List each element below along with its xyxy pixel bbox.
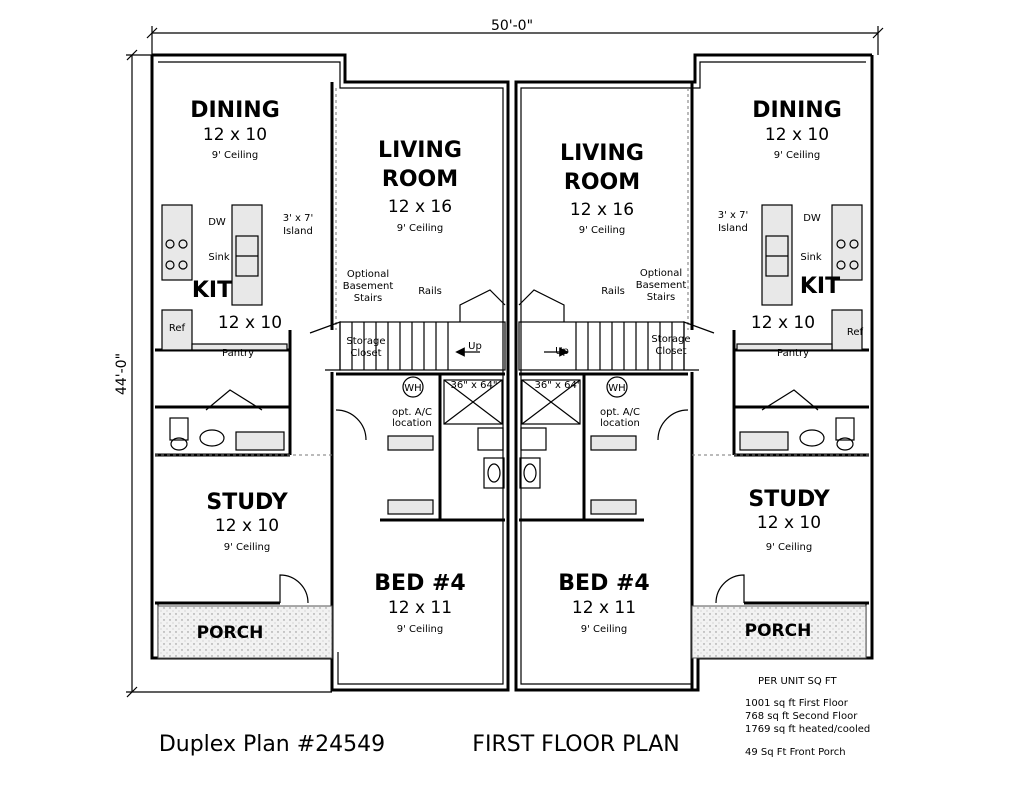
- left-water-heater-label: WH: [404, 383, 421, 394]
- left-up-label: Up: [468, 341, 482, 352]
- left-optional-stairs-3: Stairs: [354, 293, 383, 304]
- left-storage-label-2: Closet: [350, 348, 381, 359]
- left-living-ceiling: 9' Ceiling: [397, 223, 443, 234]
- left-optional-stairs-2: Basement: [343, 281, 394, 292]
- right-dining-ceiling: 9' Ceiling: [774, 150, 820, 161]
- right-living-label-1: LIVING: [560, 141, 644, 166]
- left-sink-label: Sink: [208, 252, 229, 263]
- left-bed-size: 12 x 11: [388, 598, 452, 618]
- left-pantry-label: Pantry: [222, 348, 254, 359]
- left-study-label: STUDY: [206, 490, 288, 515]
- right-island-label-2: Island: [718, 223, 748, 234]
- left-living-label-2: ROOM: [382, 167, 458, 192]
- kitchen-fixtures-left: [161, 204, 288, 351]
- right-island-label-1: 3' x 7': [718, 210, 749, 221]
- left-living-label-1: LIVING: [378, 138, 462, 163]
- right-kitchen-label: KIT: [800, 274, 840, 299]
- left-ref-label: Ref: [169, 323, 186, 334]
- left-living-size: 12 x 16: [388, 197, 452, 217]
- left-attic-access-label: 36" x 64": [451, 380, 498, 391]
- right-ref-label: Ref: [847, 327, 864, 338]
- left-kitchen-label: KIT: [192, 278, 232, 303]
- left-island-label-2: Island: [283, 226, 313, 237]
- right-bed-ceiling: 9' Ceiling: [581, 624, 627, 635]
- right-dining-label: DINING: [752, 98, 842, 123]
- sqft-porch: 49 Sq Ft Front Porch: [745, 747, 846, 758]
- left-porch-label: PORCH: [197, 623, 264, 643]
- sqft-first-floor: 1001 sq ft First Floor: [745, 698, 849, 709]
- right-living-ceiling: 9' Ceiling: [579, 225, 625, 236]
- depth-dimension: 44'-0": [114, 353, 130, 395]
- doors: [205, 389, 819, 604]
- left-ac-label-2: location: [392, 418, 432, 429]
- porch-left: [157, 605, 333, 659]
- left-study-size: 12 x 10: [215, 516, 279, 536]
- plan-name: Duplex Plan #24549: [159, 732, 385, 757]
- right-storage-label-1: Storage: [651, 334, 690, 345]
- sqft-heading: PER UNIT SQ FT: [758, 676, 837, 687]
- half-bath-left: [169, 417, 285, 451]
- sqft-heated: 1769 sq ft heated/cooled: [745, 724, 870, 735]
- right-dw-label: DW: [803, 213, 821, 224]
- right-optional-stairs-3: Stairs: [647, 292, 676, 303]
- right-pantry-label: Pantry: [777, 348, 809, 359]
- left-dw-label: DW: [208, 217, 226, 228]
- right-storage-label-2: Closet: [655, 346, 686, 357]
- right-bed-size: 12 x 11: [572, 598, 636, 618]
- width-dimension: 50'-0": [491, 18, 533, 34]
- left-kitchen-size: 12 x 10: [218, 313, 282, 333]
- porch-right: [691, 605, 867, 659]
- half-bath-right: [739, 417, 855, 451]
- utility-right: [519, 376, 637, 515]
- right-rails-label: Rails: [601, 286, 625, 297]
- left-study-ceiling: 9' Ceiling: [224, 542, 270, 553]
- right-bed-label: BED #4: [558, 571, 649, 596]
- kitchen-fixtures-right: [736, 204, 863, 351]
- right-study-ceiling: 9' Ceiling: [766, 542, 812, 553]
- right-optional-stairs-2: Basement: [636, 280, 687, 291]
- right-optional-stairs-1: Optional: [640, 268, 682, 279]
- left-optional-stairs-1: Optional: [347, 269, 389, 280]
- right-kitchen-size: 12 x 10: [751, 313, 815, 333]
- right-study-label: STUDY: [748, 487, 830, 512]
- stairs-right: [518, 289, 715, 371]
- left-island-label-1: 3' x 7': [283, 213, 314, 224]
- right-up-label: Up: [555, 346, 569, 357]
- sqft-second-floor: 768 sq ft Second Floor: [745, 711, 858, 722]
- exterior-walls: [150, 53, 874, 692]
- width-dimension-line: [146, 26, 884, 55]
- depth-dimension-line: [126, 49, 332, 698]
- utility-left: [387, 376, 505, 515]
- left-storage-label-1: Storage: [346, 336, 385, 347]
- left-dining-label: DINING: [190, 98, 280, 123]
- right-ac-label-2: location: [600, 418, 640, 429]
- right-living-size: 12 x 16: [570, 200, 634, 220]
- right-dining-size: 12 x 10: [765, 125, 829, 145]
- right-water-heater-label: WH: [608, 383, 625, 394]
- right-ac-label-1: opt. A/C: [600, 407, 640, 418]
- right-living-label-2: ROOM: [564, 170, 640, 195]
- right-porch-label: PORCH: [745, 621, 812, 641]
- right-study-size: 12 x 10: [757, 513, 821, 533]
- right-sink-label: Sink: [800, 252, 821, 263]
- left-bed-label: BED #4: [374, 571, 465, 596]
- plan-title: FIRST FLOOR PLAN: [472, 732, 679, 757]
- left-bed-ceiling: 9' Ceiling: [397, 624, 443, 635]
- left-ac-label-1: opt. A/C: [392, 407, 432, 418]
- left-dining-ceiling: 9' Ceiling: [212, 150, 258, 161]
- left-rails-label: Rails: [418, 286, 442, 297]
- left-dining-size: 12 x 10: [203, 125, 267, 145]
- right-attic-access-label: 36" x 64": [535, 380, 582, 391]
- stairs-left: [309, 289, 506, 371]
